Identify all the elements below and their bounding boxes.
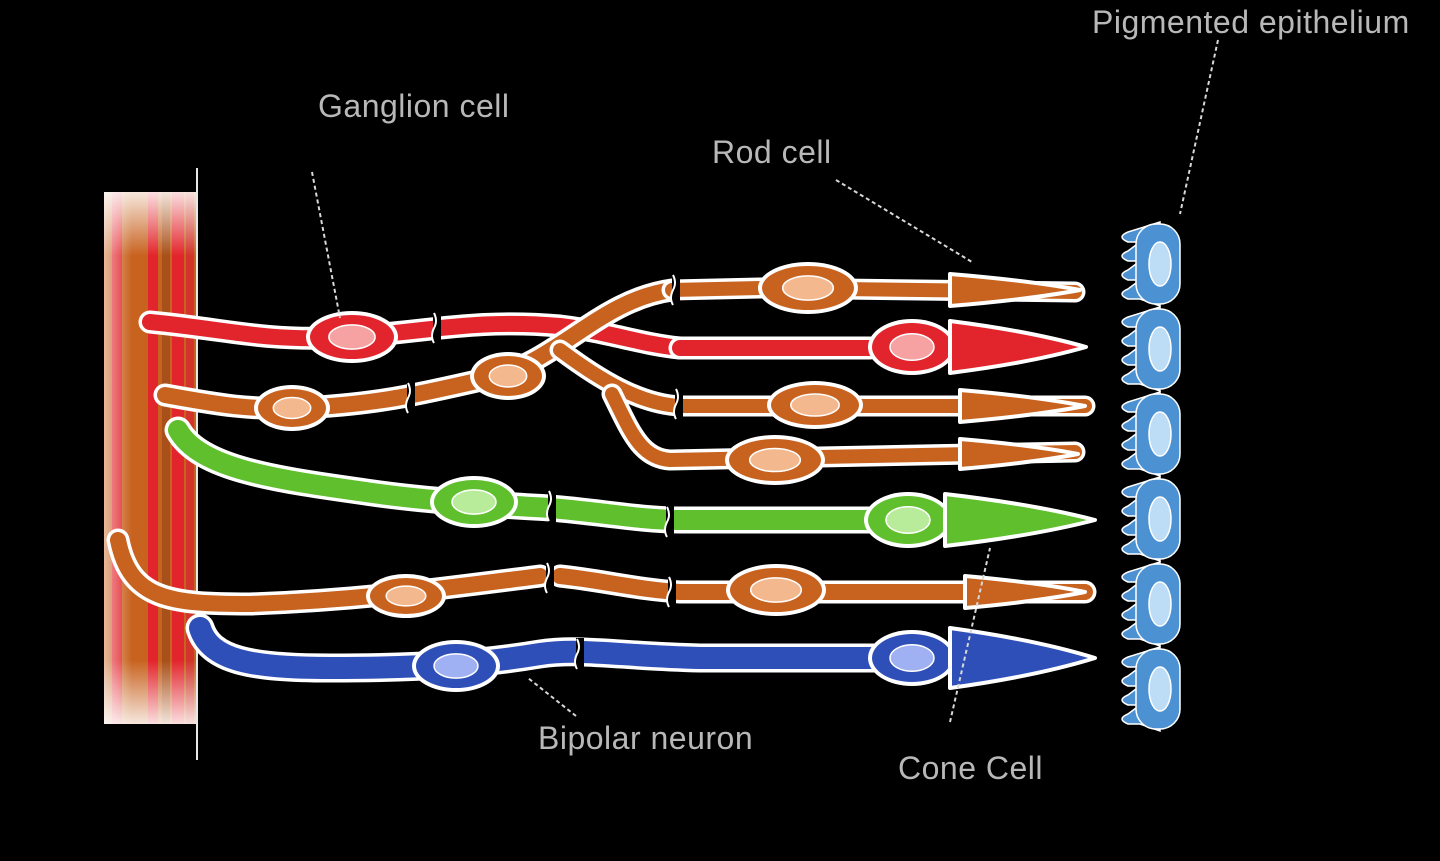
- blue-bipolar-body: [412, 640, 500, 692]
- pigmented-epithelium-label: Pigmented epithelium: [1092, 4, 1410, 40]
- optic-nerve-bundle: [104, 168, 198, 760]
- lower-rod-fibre-left: [106, 528, 552, 616]
- rod-fibre-row4: [601, 383, 1086, 471]
- epithelium-cell: [1121, 475, 1181, 563]
- bipolar-cell-body-orange: [470, 352, 546, 400]
- rod-cell-label: Rod cell: [712, 134, 832, 170]
- synapse-gap: [544, 562, 554, 594]
- bipolar-neuron-label: Bipolar neuron: [538, 720, 754, 756]
- ganglion-cell-label: Ganglion cell: [318, 88, 510, 124]
- synapse-gap: [431, 312, 441, 344]
- rod-cell-body: [758, 262, 858, 314]
- ganglion-cell-body-orange: [254, 385, 330, 431]
- synapse-gap: [670, 274, 680, 306]
- synapse-gap: [664, 506, 674, 538]
- leader-lines: [311, 39, 1219, 723]
- rod-cell-tip-row4: [958, 437, 1080, 471]
- leader-pigment: [1179, 39, 1219, 215]
- ganglion-cell-body: [306, 311, 398, 363]
- rod-cell-tip: [948, 272, 1082, 308]
- epithelium-cell: [1121, 560, 1181, 648]
- pigmented-epithelium: [1121, 220, 1181, 733]
- blue-cone-tip: [948, 626, 1097, 690]
- synapse-gap: [666, 576, 676, 608]
- synapse-gap: [405, 382, 415, 414]
- rod-cell-body-row3: [767, 381, 863, 429]
- epithelium-cell: [1121, 645, 1181, 733]
- epithelium-cell: [1121, 305, 1181, 393]
- rod-cell-tip-row3: [958, 388, 1087, 424]
- rod-cell-body-row4: [725, 435, 825, 485]
- blue-cone-fibre: [185, 613, 895, 683]
- epithelium-cell: [1121, 220, 1181, 308]
- blue-cone-body: [868, 630, 956, 686]
- green-bipolar-body: [430, 476, 518, 528]
- epithelium-cell: [1121, 390, 1181, 478]
- ganglion-cell-fibre-orange: [153, 278, 684, 420]
- retinal-cells: [106, 262, 1097, 692]
- green-cone-tip: [943, 492, 1097, 548]
- cone-cell-label: Cone Cell: [898, 750, 1044, 786]
- red-cell-body: [868, 319, 956, 375]
- leader-cone: [949, 547, 991, 723]
- leader-ganglion: [311, 171, 341, 319]
- red-cell-tip: [948, 319, 1088, 375]
- green-cone-body: [864, 492, 952, 548]
- lower-bipolar-body: [366, 574, 446, 618]
- leader-rod: [835, 179, 973, 263]
- synapse-gap: [673, 388, 683, 420]
- leader-bipolar: [527, 677, 577, 717]
- synapse-gap: [546, 490, 556, 522]
- ganglion-cell-fibre-red: [138, 310, 692, 360]
- synapse-gap: [574, 638, 584, 670]
- lower-rod-body: [726, 564, 826, 616]
- lower-rod-tip: [963, 574, 1087, 610]
